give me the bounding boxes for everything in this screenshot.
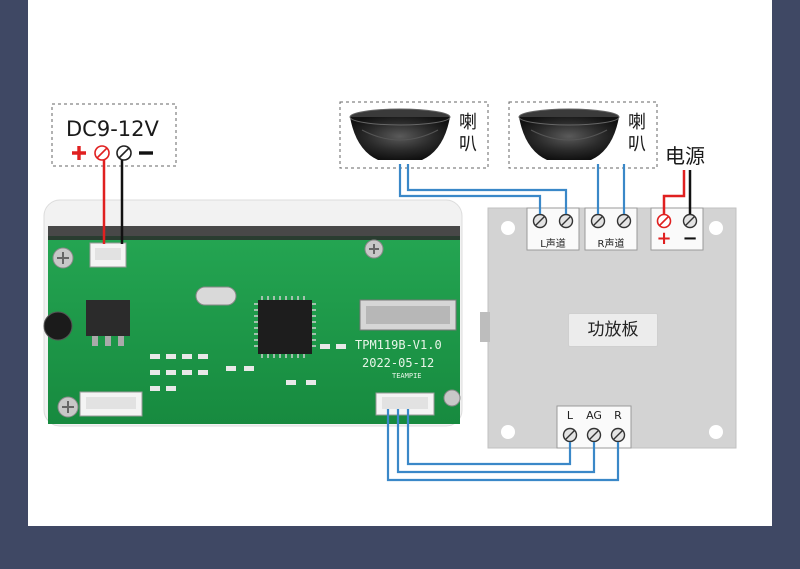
crystal <box>195 286 237 306</box>
mount-hole <box>709 221 723 235</box>
speaker-wires <box>398 164 626 214</box>
audio-wires <box>386 409 620 482</box>
speaker-icon <box>349 108 451 160</box>
right-channel-terminal <box>584 207 638 251</box>
mount-hole <box>709 425 723 439</box>
power-terminal <box>650 207 704 251</box>
regulator-chip <box>86 300 130 336</box>
dc-input-box <box>51 103 177 167</box>
right-channel-label: R声道 <box>597 239 625 250</box>
pcb-model-text: TPM119B-V1.0 <box>355 338 442 352</box>
input-label-r: R <box>614 409 622 422</box>
left-channel-label: L声道 <box>540 239 566 250</box>
screw-icon <box>57 396 79 418</box>
mount-hole <box>501 221 515 235</box>
input-label-ag: AG <box>586 409 602 422</box>
main-chip <box>258 300 312 354</box>
pcb-date-text: 2022-05-12 <box>362 356 435 370</box>
amp-power-plus: + <box>656 228 672 249</box>
power-supply-label: 电源 <box>665 144 705 168</box>
mount-hole <box>501 425 515 439</box>
red-wire <box>662 170 686 214</box>
amplifier-title: 功放板 <box>568 313 658 347</box>
speaker-label-right: 喇叭 <box>628 112 646 155</box>
pcb-brand-text: TEAMPIE <box>392 372 422 380</box>
input-label-l: L <box>566 409 574 422</box>
capacitor <box>43 311 73 341</box>
screw-icon <box>443 389 461 407</box>
dc-voltage-label: DC9-12V <box>66 117 159 141</box>
speaker-box-right <box>508 101 658 169</box>
terminal-screw-icon <box>94 145 110 161</box>
left-channel-terminal <box>526 207 580 251</box>
speaker-box-left <box>339 101 489 169</box>
screw-icon <box>52 247 74 269</box>
plus-icon <box>72 146 86 160</box>
amp-power-minus: − <box>682 228 698 249</box>
speaker-icon <box>518 108 620 160</box>
screw-icon <box>364 239 384 259</box>
speaker-label-left: 喇叭 <box>459 112 477 155</box>
terminal-screw-icon <box>116 145 132 161</box>
